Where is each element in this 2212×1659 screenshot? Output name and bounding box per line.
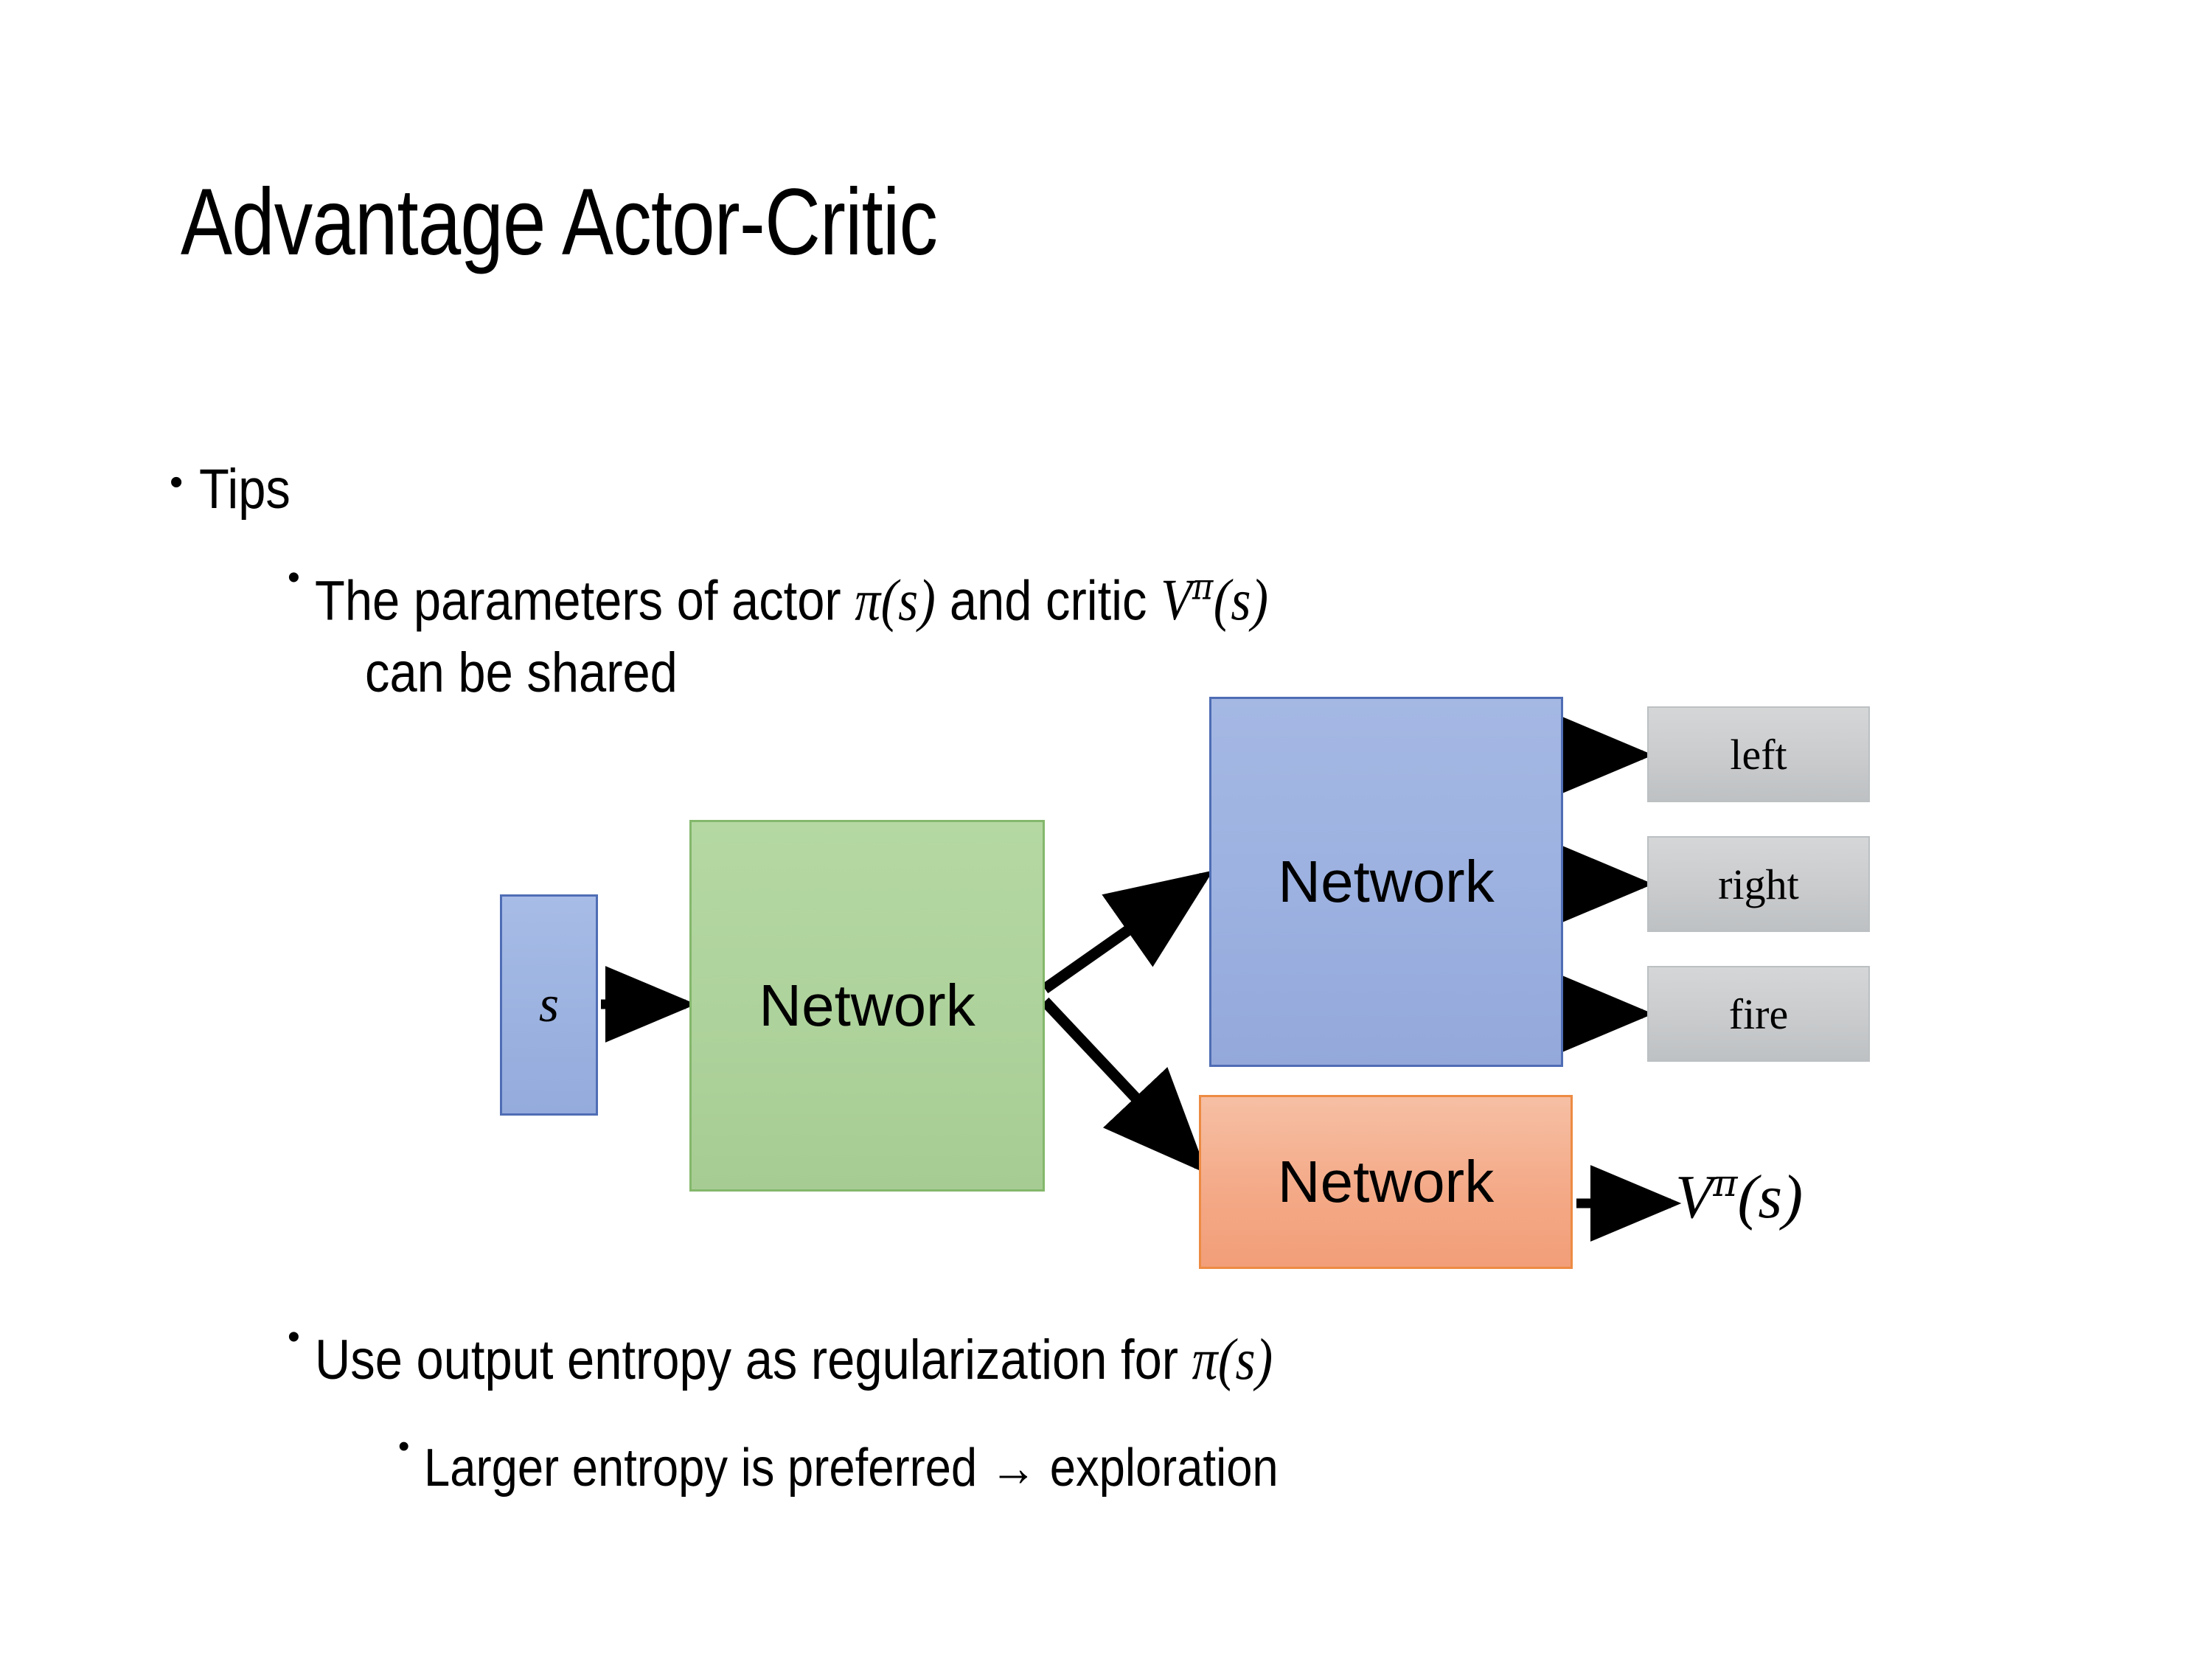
critic-symbol: Vπ(s): [1160, 566, 1269, 633]
bullet-parameters-line2: can be shared: [365, 641, 678, 704]
actor-network-box[interactable]: Network: [1209, 697, 1563, 1067]
bullet-parameters-middle: and critic: [936, 569, 1161, 633]
critic-symbol-superscript: π: [1192, 566, 1214, 608]
bullet-marker: •: [288, 558, 300, 597]
bullet-marker: •: [170, 461, 184, 504]
arrow-shared-to-actor-network: [1041, 870, 1214, 994]
arrow-shared-to-critic-network: [1040, 997, 1208, 1175]
bullet-larger-entropy: • Larger entropy is preferred → explorat…: [398, 1430, 1395, 1498]
action-box-left[interactable]: left: [1647, 706, 1870, 802]
state-input-box[interactable]: s: [500, 894, 598, 1116]
page-title: Advantage Actor-Critic: [181, 170, 938, 275]
action-box-right[interactable]: right: [1647, 836, 1870, 932]
policy-symbol: π(s): [1192, 1328, 1273, 1392]
action-label-left: left: [1730, 730, 1787, 779]
value-output-argument: (s): [1737, 1163, 1804, 1231]
bullet-entropy-regularization: • Use output entropy as regularization f…: [288, 1320, 1404, 1394]
actor-symbol: π(s): [855, 568, 936, 633]
action-label-right: right: [1718, 860, 1799, 908]
bullet-entropy-prefix: Use output entropy as regularization for: [314, 1329, 1192, 1391]
value-output-label: Vπ(s): [1675, 1161, 1803, 1233]
bullet-tips: • Tips: [170, 457, 303, 521]
bullet-larger-entropy-text: Larger entropy is preferred → exploratio…: [424, 1439, 1279, 1498]
bullet-parameters-shared: • The parameters of actor π(s) and criti…: [288, 560, 1399, 705]
bullet-entropy-text: Use output entropy as regularization for…: [315, 1327, 1273, 1394]
critic-network-label: Network: [1277, 1149, 1495, 1214]
action-box-fire[interactable]: fire: [1647, 966, 1870, 1062]
bullet-parameters-prefix: The parameters of actor: [314, 569, 855, 633]
state-input-label: s: [538, 976, 560, 1033]
bullet-tips-label: Tips: [199, 458, 291, 521]
value-output-superscript: π: [1713, 1161, 1738, 1205]
critic-network-box[interactable]: Network: [1199, 1095, 1573, 1269]
bullet-marker: •: [288, 1318, 300, 1357]
bullet-parameters-line1: The parameters of actor π(s) and critic …: [314, 566, 1269, 634]
action-label-fire: fire: [1728, 990, 1789, 1038]
shared-network-label: Network: [759, 973, 975, 1038]
actor-network-label: Network: [1278, 849, 1495, 914]
shared-network-box[interactable]: Network: [689, 820, 1045, 1192]
critic-symbol-arg: (s): [1213, 568, 1269, 633]
critic-symbol-base: V: [1160, 568, 1192, 633]
bullet-marker: •: [398, 1428, 410, 1464]
value-output-base: V: [1675, 1163, 1714, 1231]
